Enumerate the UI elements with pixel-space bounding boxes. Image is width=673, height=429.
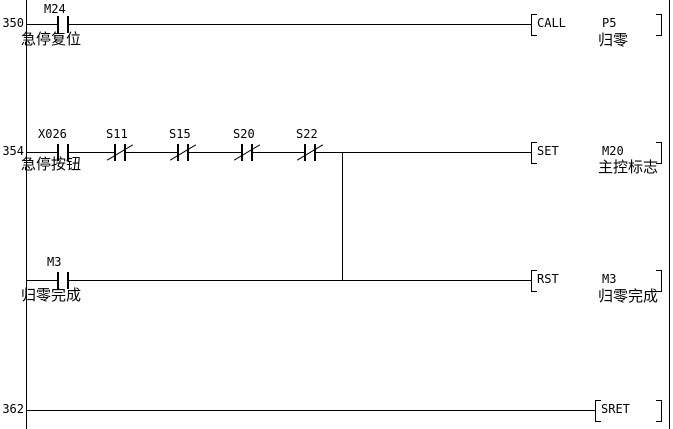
instruction-mnemonic: CALL <box>537 16 566 30</box>
instruction-comment: 主控标志 <box>598 158 659 176</box>
contact-bar <box>124 144 126 161</box>
instruction-mnemonic: SET <box>537 144 559 158</box>
instruction-operand: M3 <box>602 272 617 286</box>
contact-bar <box>177 144 179 161</box>
open-bracket <box>595 400 601 422</box>
contact-bar <box>57 16 59 33</box>
instruction-operand: M20 <box>602 144 624 158</box>
close-bracket <box>656 270 662 292</box>
step-number: 362 <box>2 402 24 416</box>
contact-comment: 急停复位 <box>21 30 82 48</box>
contact-bar <box>67 272 69 289</box>
contact-comment: 急停按钮 <box>21 155 82 173</box>
instruction-comment: 归零 <box>598 31 629 49</box>
wire <box>26 280 57 281</box>
contact-bar <box>314 144 316 161</box>
step-number: 350 <box>2 16 24 30</box>
contact-bar <box>67 16 69 33</box>
wire <box>189 152 241 153</box>
contact-bar <box>251 144 253 161</box>
wire <box>69 152 114 153</box>
wire <box>69 280 531 281</box>
contact-bar <box>241 144 243 161</box>
wire <box>26 152 57 153</box>
right-power-rail <box>669 0 670 429</box>
contact-bar <box>57 144 59 161</box>
contact-bar <box>304 144 306 161</box>
contact-comment: 归零完成 <box>21 286 82 304</box>
left-power-rail <box>26 0 27 429</box>
wire <box>126 152 177 153</box>
wire <box>26 24 57 25</box>
contact-bar <box>187 144 189 161</box>
contact-device-label: X026 <box>38 127 67 141</box>
wire <box>253 152 304 153</box>
contact-bar <box>114 144 116 161</box>
step-number: 354 <box>2 144 24 158</box>
close-bracket <box>656 142 662 164</box>
contact-device-label: S20 <box>233 127 255 141</box>
instruction-comment: 归零完成 <box>598 287 659 305</box>
instruction-mnemonic: SRET <box>601 402 630 416</box>
contact-bar <box>57 272 59 289</box>
contact-device-label: S22 <box>296 127 318 141</box>
contact-bar <box>67 144 69 161</box>
contact-device-label: S11 <box>106 127 128 141</box>
wire <box>69 24 531 25</box>
wire <box>316 152 531 153</box>
contact-device-label: S15 <box>169 127 191 141</box>
contact-device-label: M3 <box>47 255 62 269</box>
close-bracket <box>656 14 662 36</box>
open-bracket <box>531 270 537 292</box>
wire <box>26 410 595 411</box>
contact-device-label: M24 <box>44 2 66 16</box>
instruction-operand: P5 <box>602 16 617 30</box>
open-bracket <box>531 14 537 36</box>
instruction-mnemonic: RST <box>537 272 559 286</box>
open-bracket <box>531 142 537 164</box>
close-bracket <box>656 400 662 422</box>
branch-wire <box>342 152 343 281</box>
